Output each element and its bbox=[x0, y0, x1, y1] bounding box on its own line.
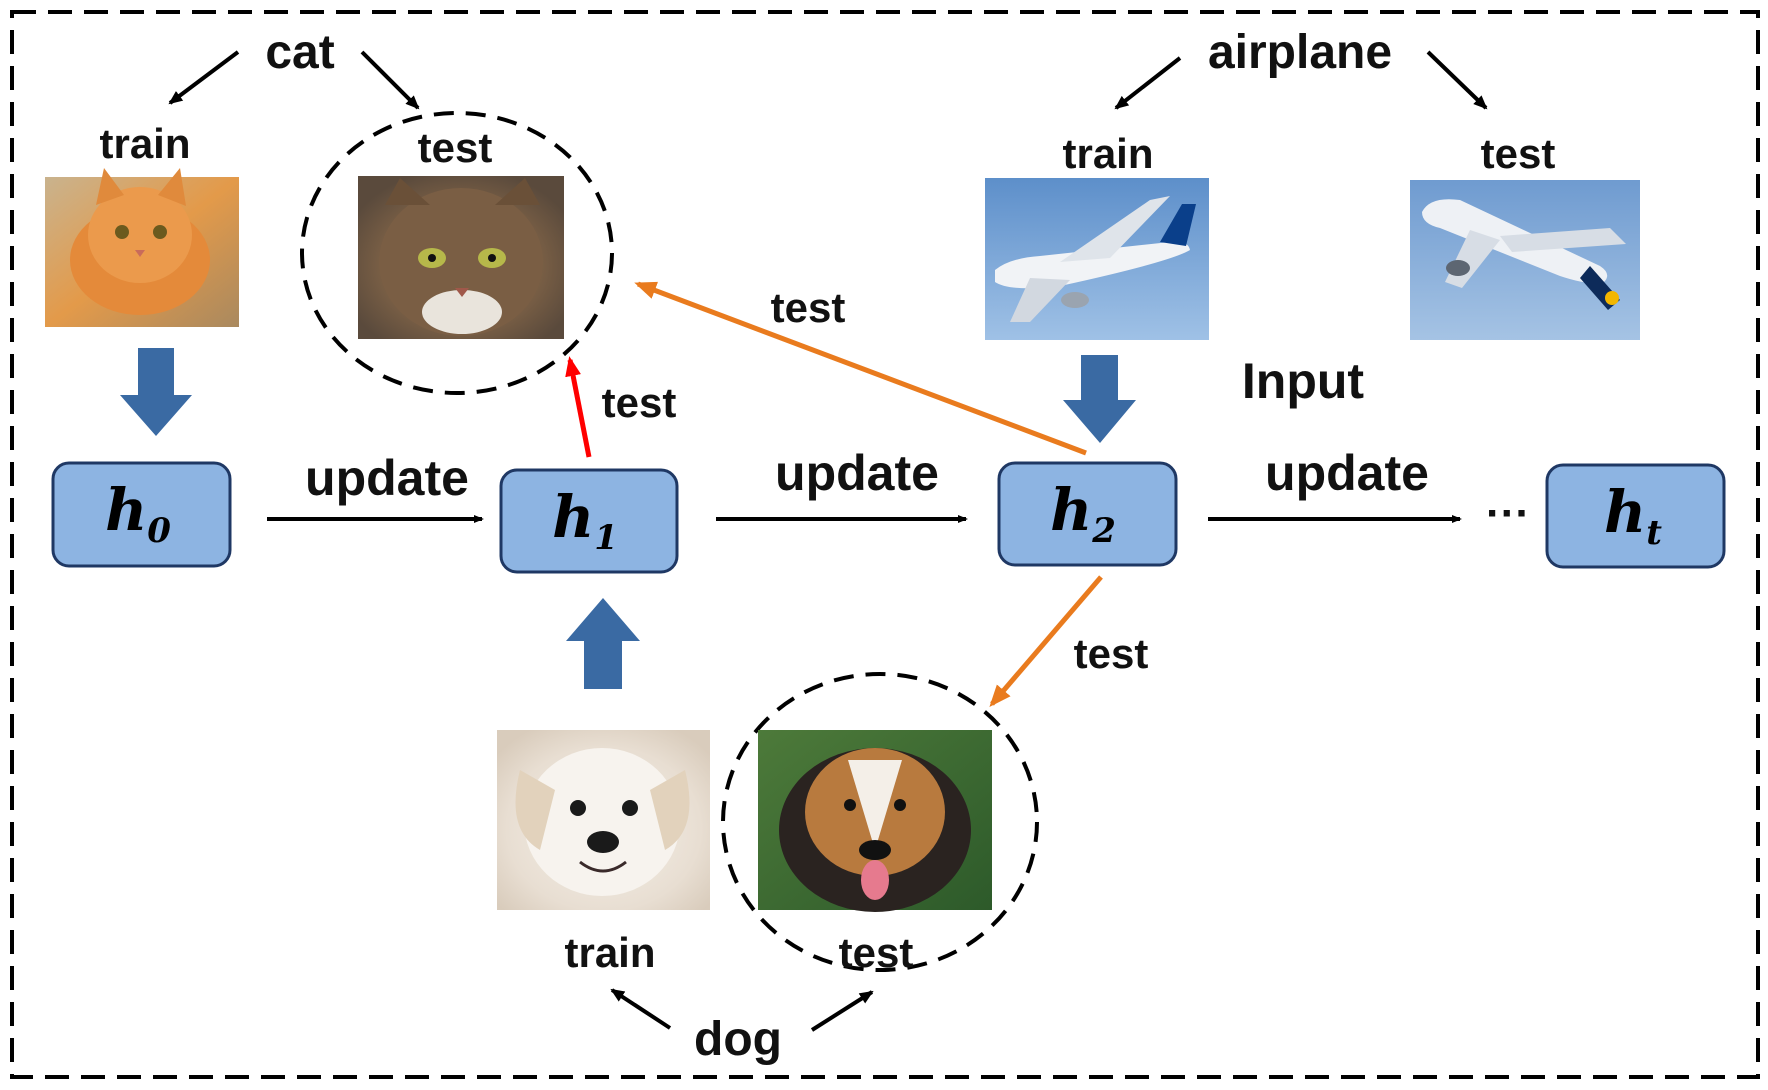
test-arrow-h2-dog bbox=[989, 575, 1103, 708]
dog-train-block-arrow bbox=[566, 598, 640, 689]
dog-to-train-arrow bbox=[610, 988, 672, 1030]
cat-test-label: test bbox=[418, 124, 493, 171]
airplane-train-label: train bbox=[1062, 130, 1153, 177]
node-h0-subscript: 0 bbox=[147, 511, 171, 551]
outer-dashed-frame bbox=[10, 10, 1760, 1079]
test-label-h2-dog: test bbox=[1074, 630, 1149, 677]
airplane-train-image bbox=[985, 178, 1209, 340]
node-h0: h0 bbox=[51, 461, 232, 568]
test-label-h2-cat: test bbox=[771, 284, 846, 331]
update-label-2: update bbox=[775, 445, 939, 501]
cat-test-image bbox=[358, 176, 564, 339]
node-ht-symbol: h bbox=[1604, 478, 1646, 546]
airplane-to-train-arrow bbox=[1114, 56, 1182, 110]
airplane-class-label: airplane bbox=[1208, 26, 1392, 79]
update-label-1: update bbox=[305, 450, 469, 506]
airplane-to-test-arrow bbox=[1426, 50, 1488, 110]
test-label-h1-cat: test bbox=[602, 379, 677, 426]
cat-train-image bbox=[45, 168, 239, 327]
dog-test-circle bbox=[721, 672, 1039, 972]
ellipsis: ··· bbox=[1486, 489, 1530, 538]
airplane-train-block-arrow bbox=[1063, 355, 1136, 443]
cat-to-test-arrow bbox=[360, 50, 420, 110]
node-h1-symbol: h bbox=[552, 483, 594, 551]
node-h1: h1 bbox=[499, 468, 679, 574]
cat-train-label: train bbox=[99, 120, 190, 167]
input-label: Input bbox=[1242, 353, 1365, 409]
dog-test-label: test bbox=[839, 929, 914, 976]
airplane-test-image bbox=[1410, 180, 1640, 340]
dog-train-image bbox=[497, 730, 710, 910]
svg-text:h0: h0 bbox=[105, 476, 171, 551]
cat-class-label: cat bbox=[265, 26, 334, 79]
dog-to-test-arrow bbox=[810, 990, 874, 1032]
svg-text:h2: h2 bbox=[1050, 476, 1116, 551]
test-arrow-h2-cat bbox=[634, 281, 1087, 456]
node-h0-symbol: h bbox=[105, 476, 147, 544]
node-ht-subscript: t bbox=[1646, 513, 1662, 553]
node-h1-subscript: 1 bbox=[594, 518, 618, 558]
node-h2-symbol: h bbox=[1050, 476, 1092, 544]
dog-class-label: dog bbox=[694, 1013, 782, 1066]
svg-text:h1: h1 bbox=[552, 483, 618, 558]
node-h2: h2 bbox=[997, 461, 1178, 567]
test-arrow-h1-cat bbox=[565, 356, 592, 458]
cat-to-train-arrow bbox=[168, 50, 240, 105]
cat-test-circle bbox=[300, 111, 614, 395]
dog-test-image bbox=[758, 730, 992, 912]
cat-train-block-arrow bbox=[120, 348, 192, 436]
airplane-test-label: test bbox=[1481, 130, 1556, 177]
dog-train-label: train bbox=[564, 929, 655, 976]
node-h2-subscript: 2 bbox=[1091, 511, 1116, 551]
update-label-3: update bbox=[1265, 445, 1429, 501]
node-ht: ht bbox=[1545, 463, 1726, 569]
svg-text:ht: ht bbox=[1604, 478, 1662, 553]
